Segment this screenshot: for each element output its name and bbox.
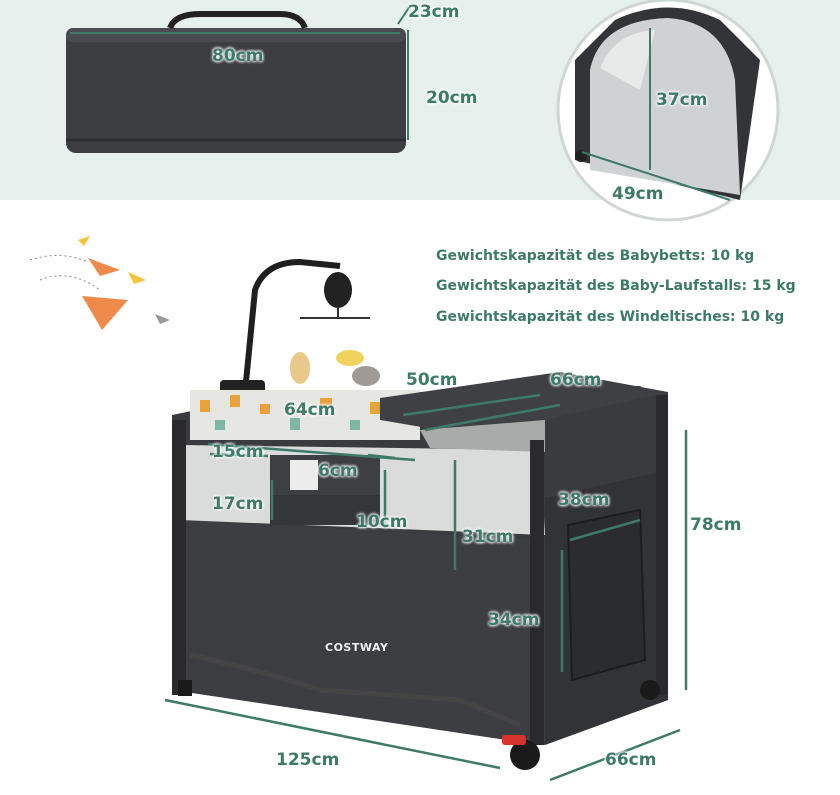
total-length-label: 125cm [276, 750, 340, 770]
side-depth-label: 38cm [558, 490, 610, 510]
total-height-label: 78cm [690, 515, 742, 535]
bag-height-label: 20cm [426, 88, 478, 108]
decorative-kites [29, 236, 170, 330]
bag-depth-label: 23cm [408, 2, 460, 22]
pocket-height-label: 17cm [212, 494, 264, 514]
side-pocket-width-label: 15cm [212, 442, 264, 462]
pocket-width-label: 10cm [356, 512, 408, 532]
bassinet-length-label: 64cm [284, 400, 336, 420]
door-height-label: 37cm [656, 90, 708, 110]
spec-playpen-capacity: Gewichtskapazität des Baby-Laufstalls: 1… [436, 278, 796, 294]
door-detail-circle [556, 0, 780, 222]
door-width-label: 49cm [612, 184, 664, 204]
spec-bassinet-capacity: Gewichtskapazität des Babybetts: 10 kg [436, 248, 755, 264]
bag-pocket-height-label: 34cm [488, 610, 540, 630]
storage-bag [66, 11, 406, 153]
brand-logo: COSTWAY [325, 641, 389, 654]
bag-length-label: 80cm [212, 46, 264, 66]
spec-changer-capacity: Gewichtskapazität des Windeltisches: 10 … [436, 309, 785, 325]
pocket-gap-label: 6cm [318, 461, 358, 481]
changer-height-label: 31cm [462, 527, 514, 547]
total-width-label: 66cm [605, 750, 657, 770]
travel-cot [172, 258, 668, 770]
changer-width-label: 66cm [550, 370, 602, 390]
changer-depth-label: 50cm [406, 370, 458, 390]
